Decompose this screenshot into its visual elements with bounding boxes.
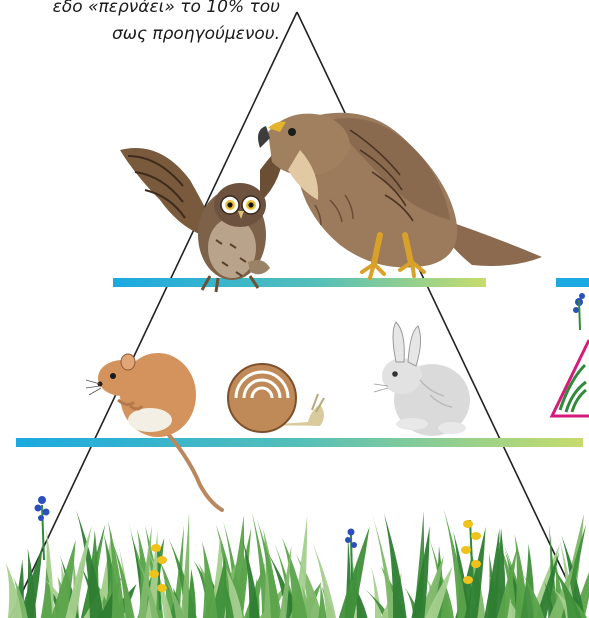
level-bar-middle bbox=[16, 438, 583, 447]
grass-icon bbox=[6, 509, 589, 618]
pyramid-outline bbox=[10, 12, 585, 618]
hawk-icon bbox=[258, 113, 542, 278]
snail-icon bbox=[228, 364, 324, 432]
grass-blade bbox=[371, 567, 381, 618]
owl-icon bbox=[120, 142, 285, 292]
partial-triangle-icon bbox=[552, 293, 589, 416]
level-bar-top bbox=[113, 278, 486, 287]
rabbit-icon bbox=[374, 322, 470, 436]
level-bar-fragment bbox=[556, 278, 589, 287]
grass-blade bbox=[339, 526, 370, 618]
mouse-icon bbox=[86, 353, 222, 510]
